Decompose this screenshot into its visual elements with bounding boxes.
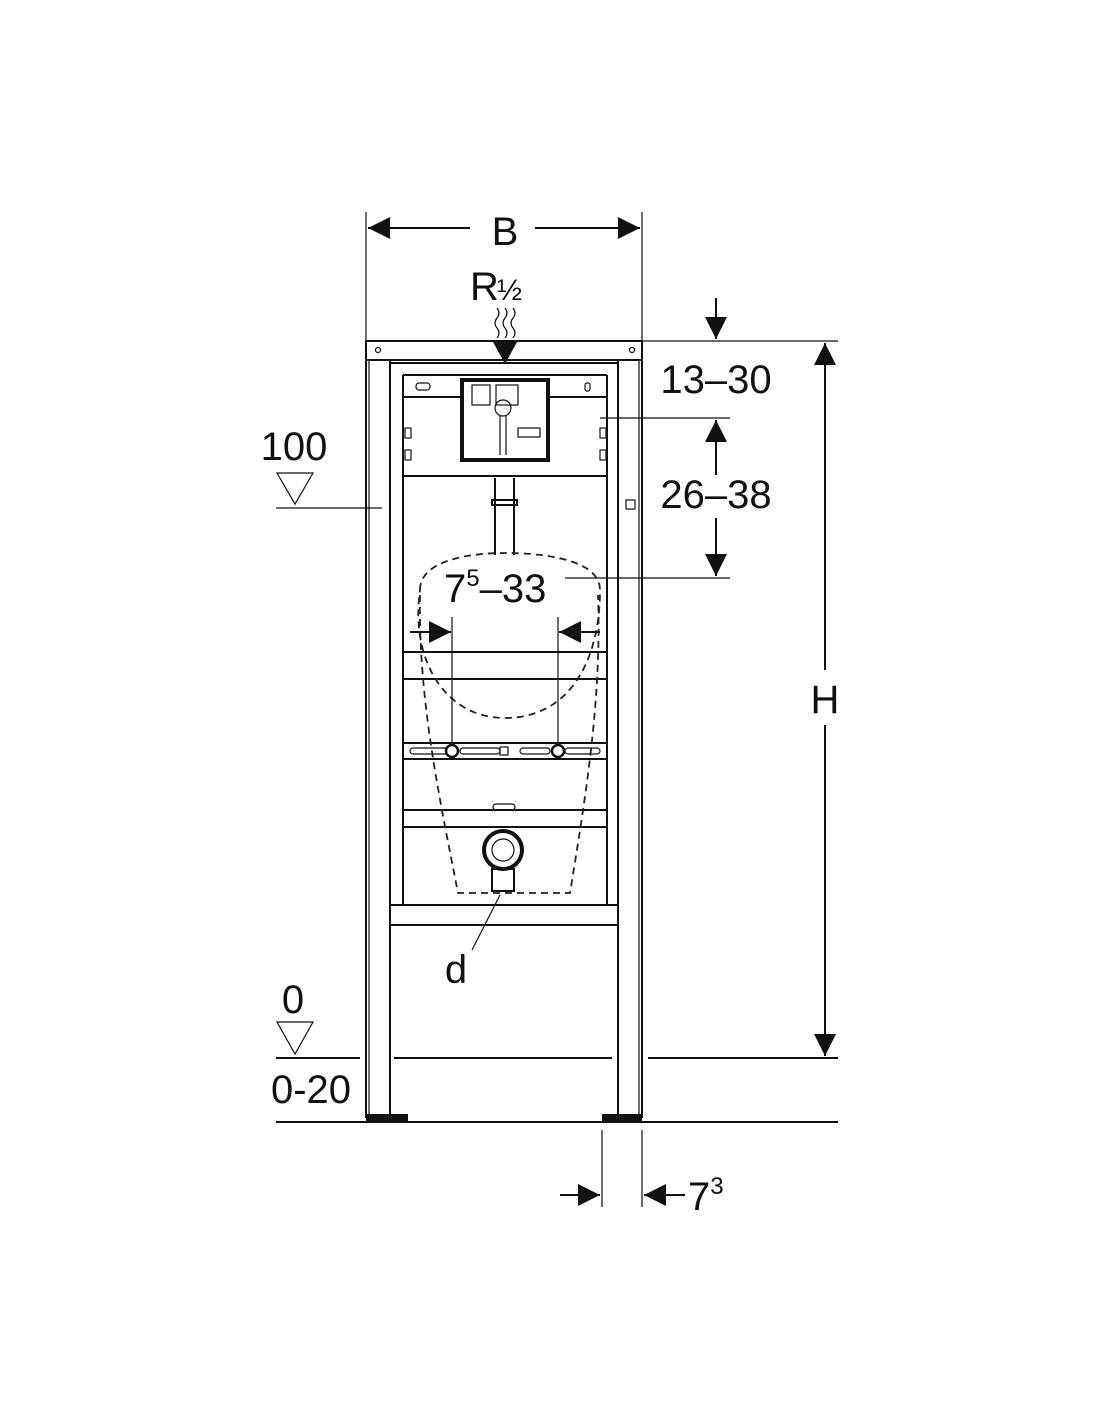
inlet-range-label: 26–38 <box>660 473 771 517</box>
height-dimension: H <box>811 343 840 1056</box>
top-offset-label: 13–30 <box>660 358 771 402</box>
upper-level-marker: 100 <box>261 425 382 509</box>
connection-fraction: ½ <box>497 274 522 307</box>
foot-width-dimension: 73 <box>560 1130 724 1219</box>
height-label: H <box>811 678 840 722</box>
floor-range-label: 0-20 <box>271 1068 351 1112</box>
svg-text:73: 73 <box>688 1173 724 1219</box>
urinal-outline <box>417 552 601 894</box>
width-label: B <box>492 210 519 254</box>
fixing-spacing-dimension: 75–33 <box>410 565 600 745</box>
frame <box>365 340 643 1122</box>
top-offset-dimension: 13–30 <box>642 298 838 402</box>
connection-label: R <box>470 265 499 309</box>
drain-label: d <box>445 948 467 992</box>
drain-callout: d <box>445 894 501 992</box>
arrow-down-icon <box>493 342 517 364</box>
upper-level-label: 100 <box>261 425 328 469</box>
svg-text:75–33: 75–33 <box>444 565 546 611</box>
foot-width-base: 7 <box>688 1175 710 1219</box>
water-connection: R ½ <box>470 265 522 364</box>
floor-level-marker: 0 0-20 <box>271 978 838 1123</box>
fixing-spacing-base: 7 <box>444 567 466 611</box>
width-dimension: B <box>365 210 643 340</box>
fixing-spacing-rest: –33 <box>480 567 547 611</box>
fixing-spacing-sup: 5 <box>466 565 479 592</box>
floor-level-label: 0 <box>282 978 304 1022</box>
inlet-range-dimension: 26–38 <box>565 417 772 579</box>
foot-width-sup: 3 <box>710 1173 723 1200</box>
